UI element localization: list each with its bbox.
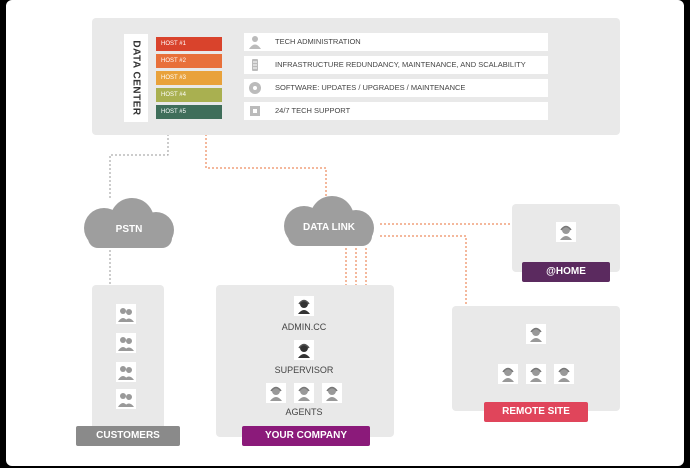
data-link-label: DATA LINK	[302, 222, 356, 233]
remote-site-tag: REMOTE SITE	[484, 402, 588, 422]
customer-group-icon	[116, 304, 136, 324]
remote-site-panel	[452, 306, 620, 411]
home-tag: @HOME	[522, 262, 610, 282]
admin-role-label: ADMIN.CC	[281, 322, 327, 332]
agent-icon	[322, 383, 342, 403]
agent-icon	[266, 383, 286, 403]
remote-supervisor-icon	[526, 324, 546, 344]
supervisor-role-label: SUPERVISOR	[274, 365, 334, 375]
service-label: 24/7 TECH SUPPORT	[275, 106, 351, 115]
customer-group-icon	[116, 333, 136, 353]
customers-tag: CUSTOMERS	[76, 426, 180, 446]
host-2: HOST #2	[156, 54, 222, 68]
pstn-cloud	[84, 198, 174, 248]
host-1: HOST #1	[156, 37, 222, 51]
connector-host-pstn	[109, 118, 169, 200]
service-label: INFRASTRUCTURE REDUNDANCY, MAINTENANCE, …	[275, 60, 526, 69]
remote-agent-icon	[526, 364, 546, 384]
admin-agent-icon	[294, 296, 314, 316]
agent-icon	[294, 383, 314, 403]
service-tech-administration: TECH ADMINISTRATION	[244, 33, 548, 51]
agents-role-label: AGENTS	[285, 407, 323, 417]
service-infrastructure: INFRASTRUCTURE REDUNDANCY, MAINTENANCE, …	[244, 56, 548, 74]
disc-icon	[249, 82, 261, 94]
customer-group-icon	[116, 389, 136, 409]
home-agent-icon	[556, 222, 576, 242]
customer-group-icon	[116, 362, 136, 382]
service-software: SOFTWARE: UPDATES / UPGRADES / MAINTENAN…	[244, 79, 548, 97]
admin-icon	[249, 36, 261, 49]
host-4: HOST #4	[156, 88, 222, 102]
remote-agent-icon	[498, 364, 518, 384]
connector-dc-datalink	[205, 122, 327, 200]
data-center-label: DATA CENTER	[124, 34, 148, 122]
diagram-canvas: DATA CENTER HOST #1 HOST #2 HOST #3 HOST…	[6, 0, 684, 466]
host-3: HOST #3	[156, 71, 222, 85]
service-tech-support: 24/7 TECH SUPPORT	[244, 102, 548, 120]
server-icon	[252, 59, 258, 71]
support-icon	[250, 106, 260, 116]
supervisor-agent-icon	[294, 340, 314, 360]
service-label: TECH ADMINISTRATION	[275, 37, 361, 46]
data-link-cloud	[284, 196, 374, 246]
connector-datalink-remote	[380, 235, 467, 306]
your-company-tag: YOUR COMPANY	[242, 426, 370, 446]
service-label: SOFTWARE: UPDATES / UPGRADES / MAINTENAN…	[275, 83, 466, 92]
remote-agent-icon	[554, 364, 574, 384]
pstn-label: PSTN	[115, 224, 143, 235]
host-5: HOST #5	[156, 105, 222, 119]
